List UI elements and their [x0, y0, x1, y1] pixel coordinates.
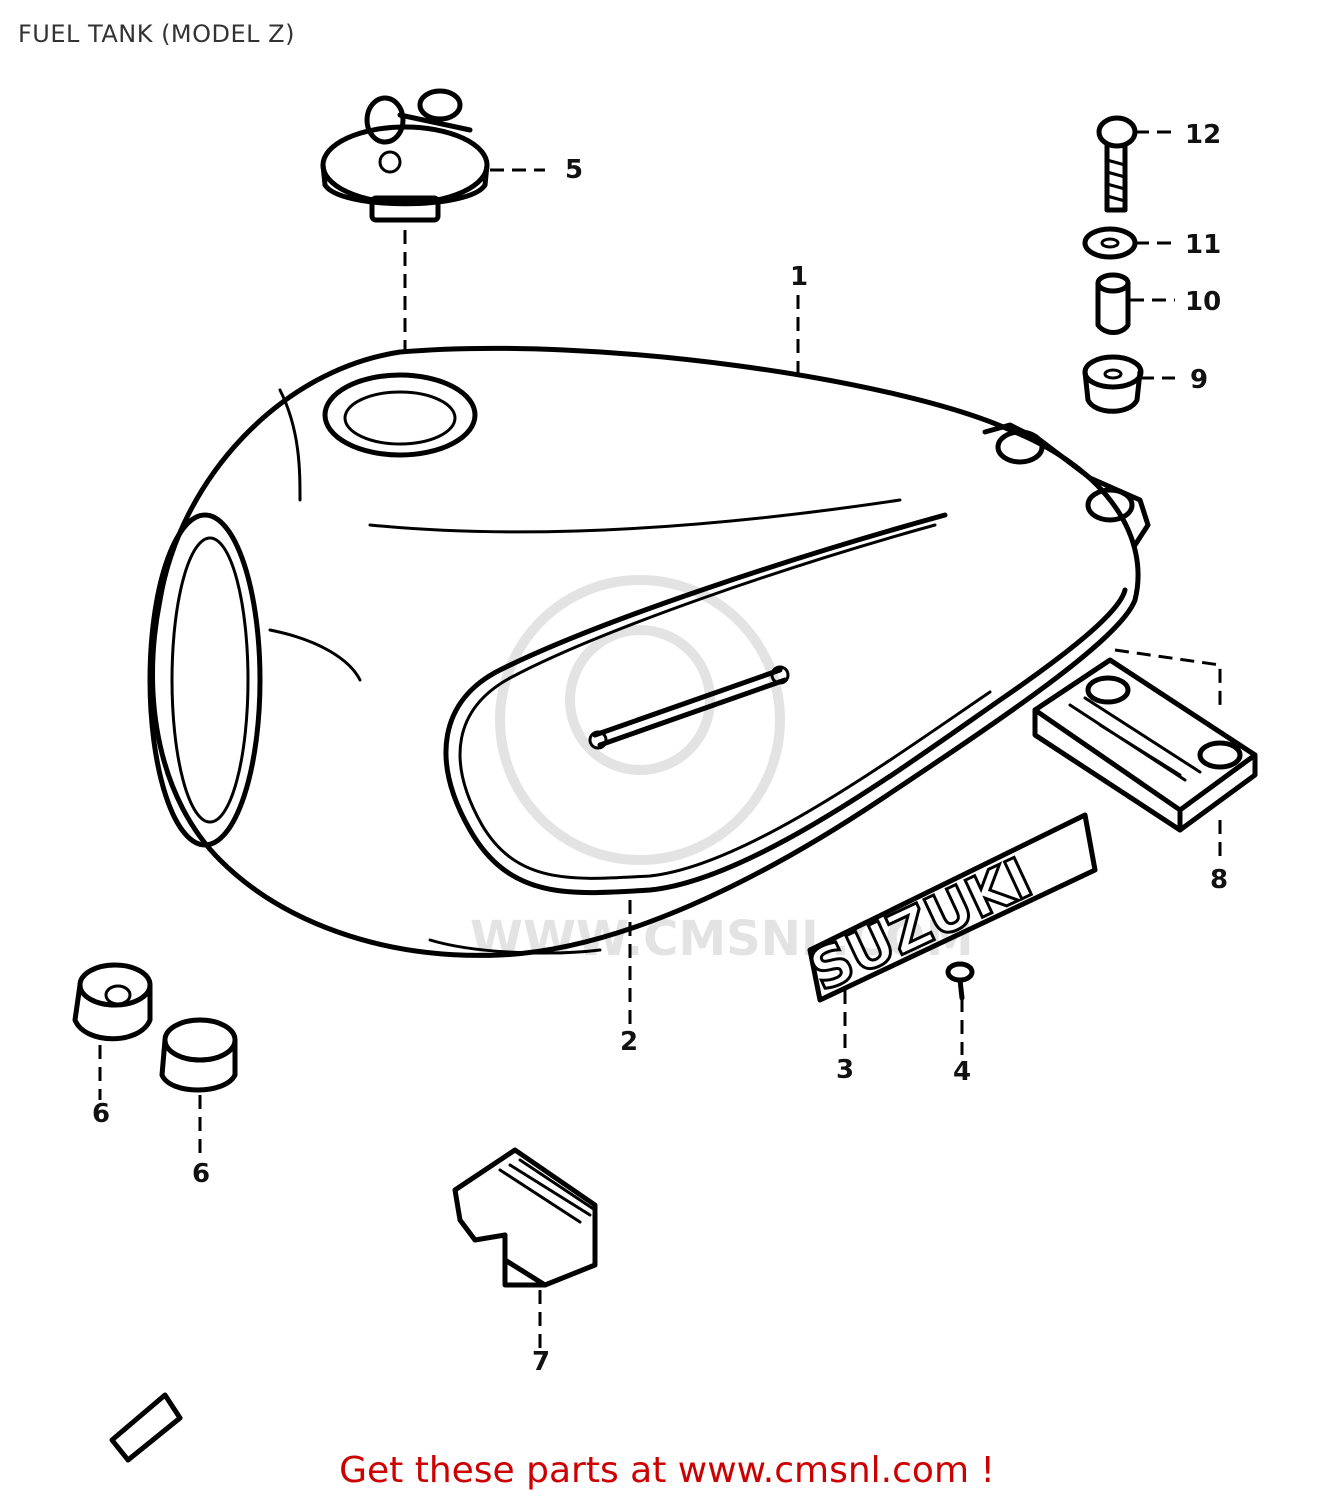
fuel-cap	[320, 88, 490, 223]
front-arrow-icon	[109, 1392, 183, 1463]
callout-11: 11	[1185, 230, 1221, 260]
callout-10: 10	[1185, 287, 1221, 317]
spacer	[1095, 272, 1131, 335]
callout-1: 1	[790, 262, 808, 292]
knee-rubber-b	[159, 1017, 238, 1093]
diagram-title: FUEL TANK (MODEL Z)	[18, 20, 295, 48]
watermark: WWW.CMSNL.COM	[470, 575, 974, 967]
leader-lines	[98, 130, 1222, 1350]
callout-6b: 6	[192, 1159, 210, 1189]
callout-4: 4	[953, 1057, 971, 1087]
rear-cushion	[1032, 657, 1258, 833]
callout-3: 3	[836, 1055, 854, 1085]
callout-9: 9	[1190, 365, 1208, 395]
callout-2: 2	[620, 1027, 638, 1057]
callouts: 1 2 3 4 5 6 6 7 8 9 10 11 12	[92, 120, 1228, 1377]
washer	[1082, 226, 1138, 260]
callout-5: 5	[565, 155, 583, 185]
callout-7: 7	[532, 1347, 550, 1377]
fuel-tank	[147, 345, 1151, 958]
front-cushion	[452, 1147, 598, 1288]
watermark-text: WWW.CMSNL.COM	[470, 911, 974, 967]
cushion	[1082, 354, 1144, 414]
callout-12: 12	[1185, 120, 1221, 150]
footer-link[interactable]: Get these parts at www.cmsnl.com !	[339, 1450, 995, 1491]
emblem-screw	[945, 961, 975, 1001]
callout-8: 8	[1210, 865, 1228, 895]
callout-6a: 6	[92, 1099, 110, 1129]
bolt	[1096, 115, 1138, 213]
knee-rubber-a	[72, 962, 153, 1042]
